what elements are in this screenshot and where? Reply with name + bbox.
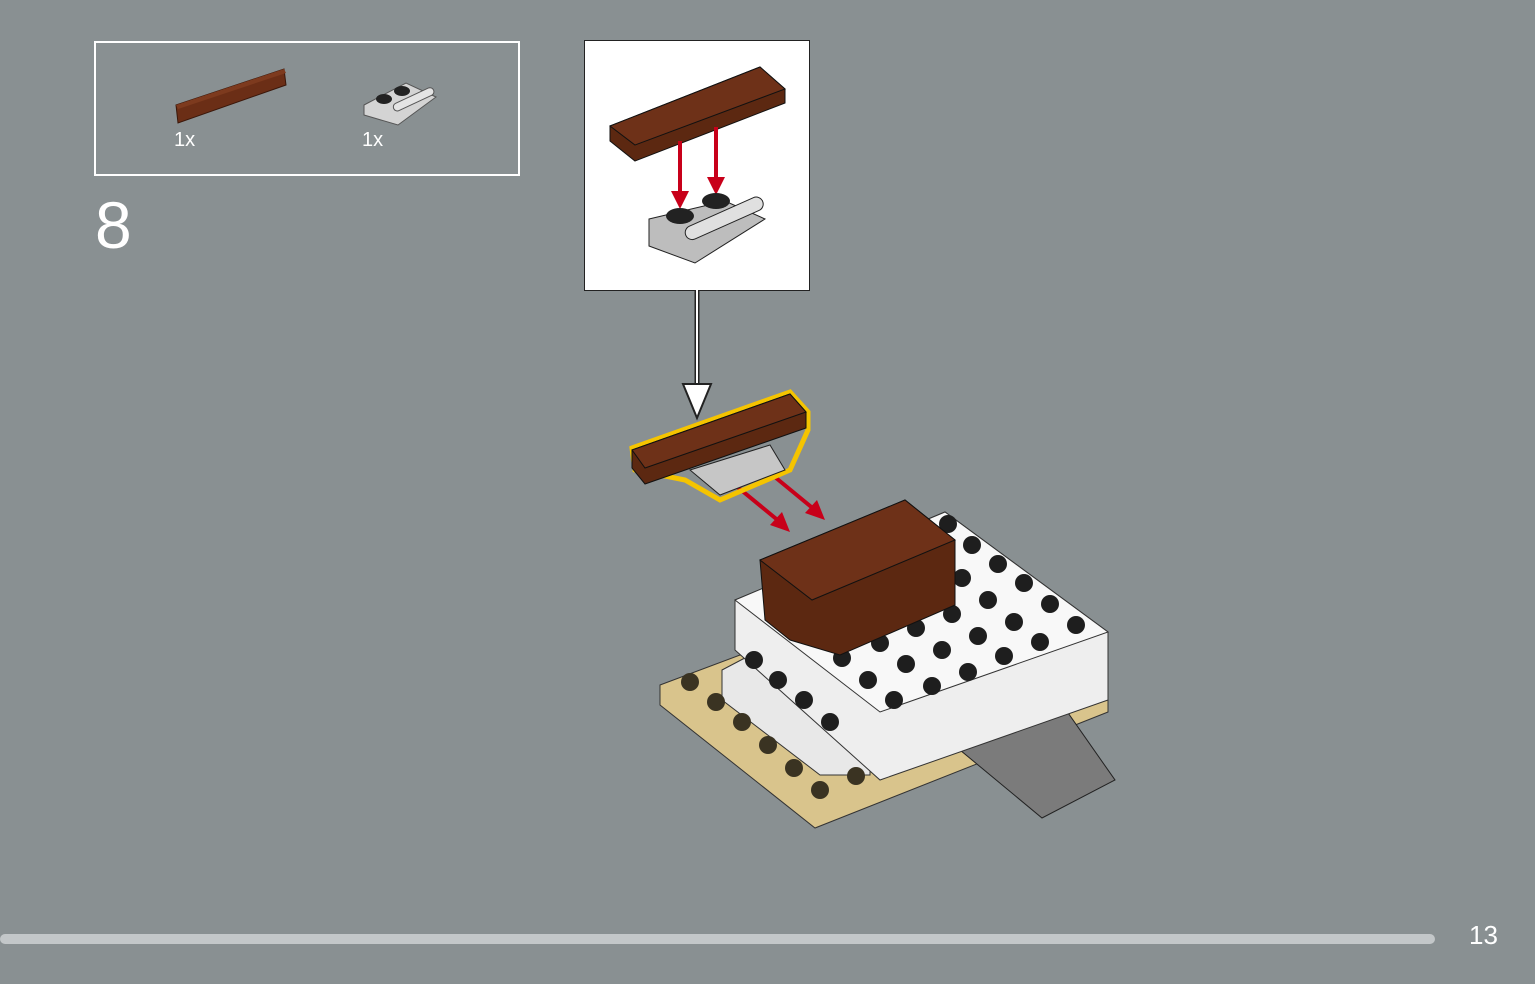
sub-assembly-illustration (608, 66, 786, 264)
part-quantity: 1x (362, 129, 384, 151)
red-arrow-icon (805, 500, 825, 520)
gray-plate-part-image (363, 82, 437, 126)
parts-list-box: 1x 1x (94, 41, 520, 176)
brown-tile-part-image (175, 68, 287, 124)
progress-bar (0, 934, 1435, 944)
part-quantity: 1x (174, 129, 196, 151)
page-number: 13 (1469, 920, 1498, 950)
red-arrow-icon (770, 512, 790, 532)
highlighted-new-part (629, 389, 811, 503)
down-arrow-icon (681, 383, 713, 421)
studs (681, 515, 1085, 799)
step-number: 8 (95, 188, 132, 262)
sub-assembly-callout (584, 40, 810, 291)
